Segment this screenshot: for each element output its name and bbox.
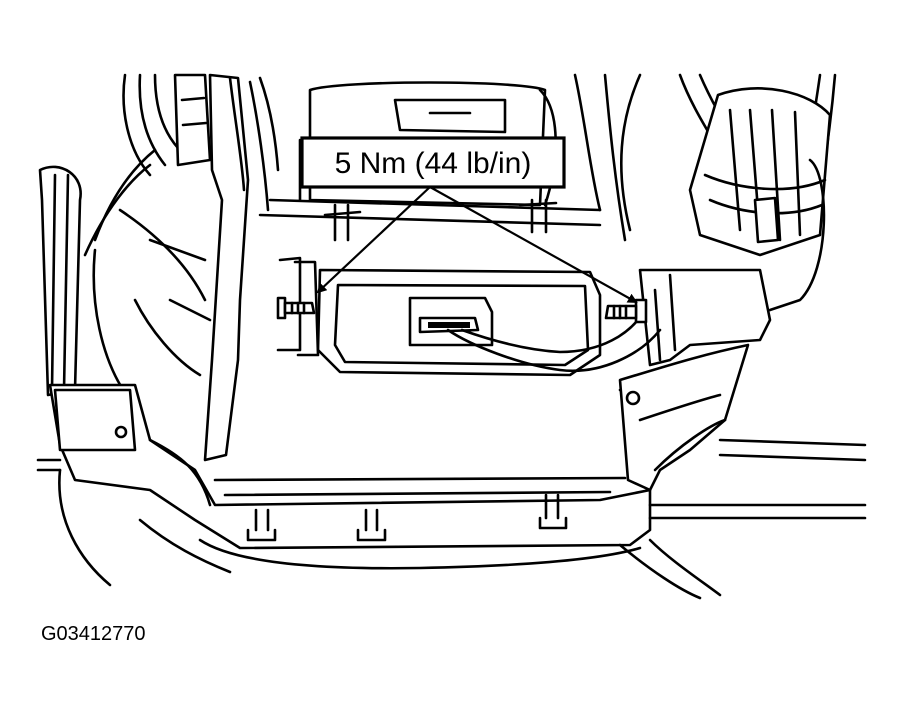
torque-callout-label: 5 Nm (44 lb/in) (335, 147, 532, 180)
torque-callout-box (300, 136, 566, 189)
right-mounting-bracket (638, 268, 772, 367)
leader-arrow-left (316, 186, 431, 294)
mounting-stud-right (604, 298, 648, 324)
mounting-stud-left (276, 296, 316, 320)
callout-leader-lines (316, 186, 638, 303)
lower-frame-rail (36, 343, 867, 600)
left-support-bracket (38, 73, 280, 462)
figure-id: G03412770 (41, 623, 146, 645)
module-connector (408, 296, 662, 373)
electrical-connector (688, 87, 832, 312)
leader-arrow-right (429, 186, 638, 303)
torque-callout: 5 Nm (44 lb/in) (300, 136, 566, 189)
wire-harness-left (83, 73, 212, 257)
